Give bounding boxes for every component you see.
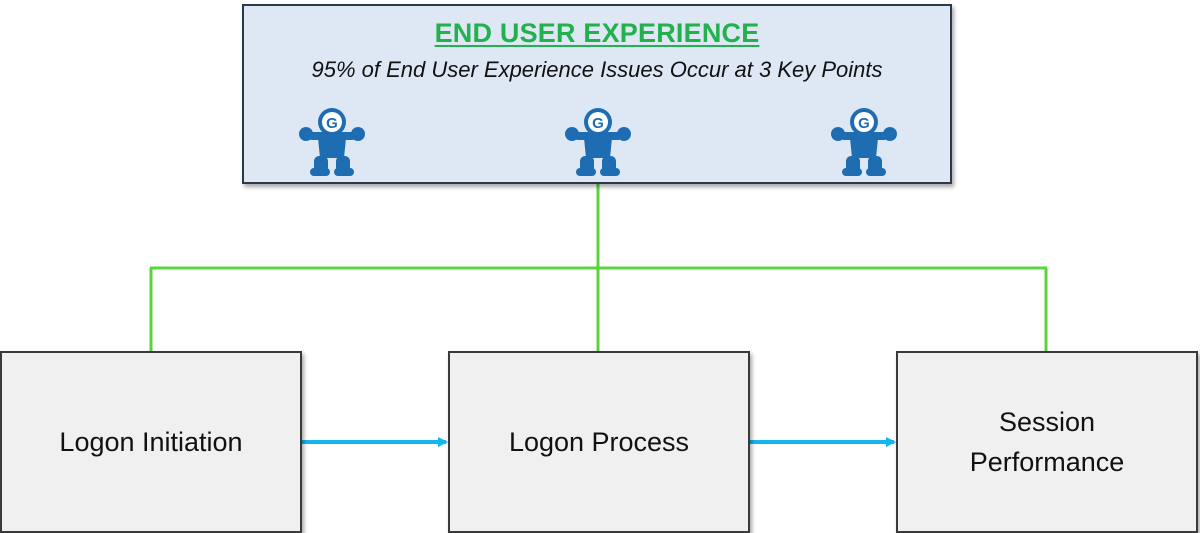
top-title: END USER EXPERIENCE bbox=[434, 18, 760, 48]
step-label: Logon Process bbox=[508, 427, 690, 457]
mascot-logo-icon: G bbox=[830, 106, 898, 178]
step-label: Session Performance bbox=[969, 407, 1125, 477]
top-subtitle: 95% of End User Experience Issues Occur … bbox=[311, 57, 883, 82]
mascot-logo-icon: G bbox=[298, 106, 366, 178]
svg-text:G: G bbox=[326, 115, 338, 132]
end-user-experience-box: END USER EXPERIENCE 95% of End User Expe… bbox=[242, 4, 952, 184]
svg-text:G: G bbox=[592, 115, 604, 132]
mascot-logo-icon: G bbox=[564, 106, 632, 178]
step-box-session-performance: Session Performance bbox=[896, 351, 1198, 533]
step-label: Logon Initiation bbox=[59, 427, 243, 457]
svg-text:G: G bbox=[858, 115, 870, 132]
step-box-logon-initiation: Logon Initiation bbox=[0, 351, 302, 533]
step-box-logon-process: Logon Process bbox=[448, 351, 750, 533]
